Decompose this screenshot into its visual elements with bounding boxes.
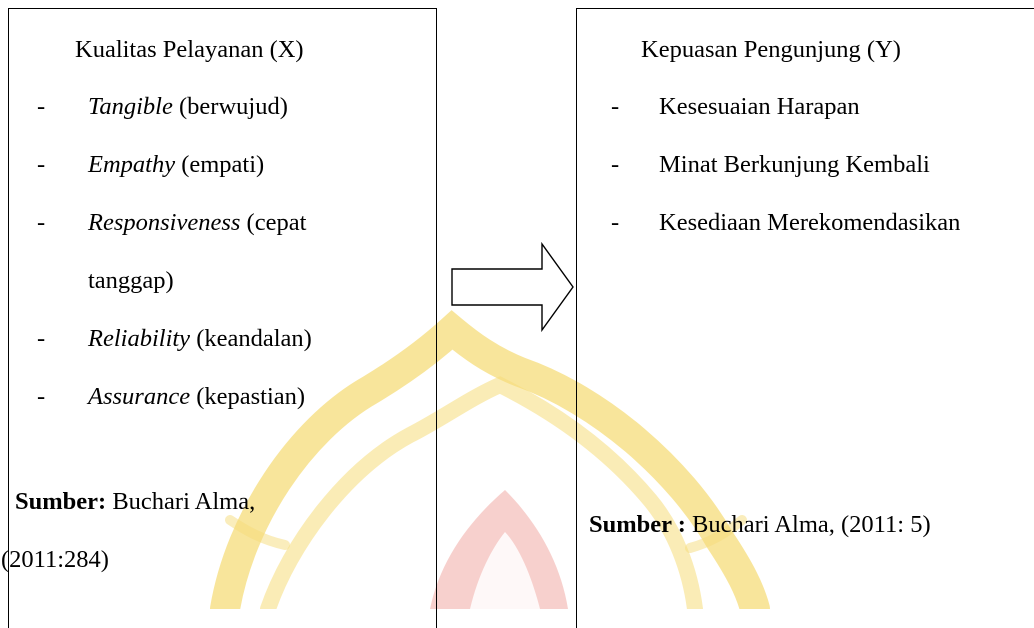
list-item: -Kesediaan Merekomendasikan	[577, 194, 1034, 252]
list-item-text: tanggap)	[88, 252, 174, 310]
list-item-text: Minat Berkunjung Kembali	[659, 136, 930, 194]
right-source-label: Sumber :	[589, 511, 686, 538]
quality-of-service-box: Kualitas Pelayanan (X) -Tangible (berwuj…	[8, 8, 437, 628]
list-bullet-dash: -	[37, 194, 45, 252]
list-bullet-dash: -	[611, 194, 619, 252]
dimension-description: (berwujud)	[173, 93, 288, 120]
list-bullet-dash: -	[611, 136, 619, 194]
list-item-text: Assurance (kepastian)	[88, 368, 305, 426]
list-item: -Responsiveness (cepat	[9, 194, 438, 252]
list-item: -Reliability (keandalan)	[9, 310, 438, 368]
right-arrow-icon	[450, 242, 575, 332]
right-source: Sumber : Buchari Alma, (2011: 5)	[589, 511, 931, 539]
list-item-text: Reliability (keandalan)	[88, 310, 312, 368]
list-bullet-dash: -	[37, 310, 45, 368]
list-bullet-dash: -	[611, 78, 619, 136]
list-item: tanggap)	[9, 252, 438, 310]
list-bullet-dash: -	[37, 78, 45, 136]
quality-dimensions-list: -Tangible (berwujud)-Empathy (empati)-Re…	[9, 78, 438, 426]
list-item: -Assurance (kepastian)	[9, 368, 438, 426]
list-item-text: Kesesuaian Harapan	[659, 78, 860, 136]
dimension-term: Reliability	[88, 325, 190, 352]
quality-of-service-title: Kualitas Pelayanan (X)	[75, 36, 304, 64]
left-source-label: Sumber:	[15, 488, 106, 515]
list-item: -Empathy (empati)	[9, 136, 438, 194]
dimension-term: Assurance	[88, 383, 190, 410]
left-source: Sumber: Buchari Alma,	[15, 488, 255, 516]
list-bullet-dash: -	[37, 368, 45, 426]
visitor-satisfaction-box: Kepuasan Pengunjung (Y) -Kesesuaian Hara…	[576, 8, 1034, 628]
list-item-text: Kesediaan Merekomendasikan	[659, 194, 960, 252]
visitor-satisfaction-title: Kepuasan Pengunjung (Y)	[641, 36, 901, 64]
list-bullet-dash: -	[37, 136, 45, 194]
list-item: -Tangible (berwujud)	[9, 78, 438, 136]
dimension-term: Responsiveness	[88, 209, 240, 236]
dimension-description: (kepastian)	[190, 383, 305, 410]
list-item: -Minat Berkunjung Kembali	[577, 136, 1034, 194]
left-source-text: Buchari Alma,	[106, 488, 255, 515]
list-item-text: Tangible (berwujud)	[88, 78, 288, 136]
dimension-description: (keandalan)	[190, 325, 312, 352]
dimension-term: Tangible	[88, 93, 173, 120]
dimension-term: Empathy	[88, 151, 175, 178]
dimension-description: (empati)	[175, 151, 264, 178]
left-source-year: (2011:284)	[1, 546, 109, 574]
list-item-text: Responsiveness (cepat	[88, 194, 306, 252]
satisfaction-indicators-list: -Kesesuaian Harapan-Minat Berkunjung Kem…	[577, 78, 1034, 252]
dimension-description: (cepat	[240, 209, 306, 236]
right-source-text: Buchari Alma, (2011: 5)	[686, 511, 931, 538]
dimension-description: tanggap)	[88, 267, 174, 294]
list-item: -Kesesuaian Harapan	[577, 78, 1034, 136]
list-item-text: Empathy (empati)	[88, 136, 264, 194]
